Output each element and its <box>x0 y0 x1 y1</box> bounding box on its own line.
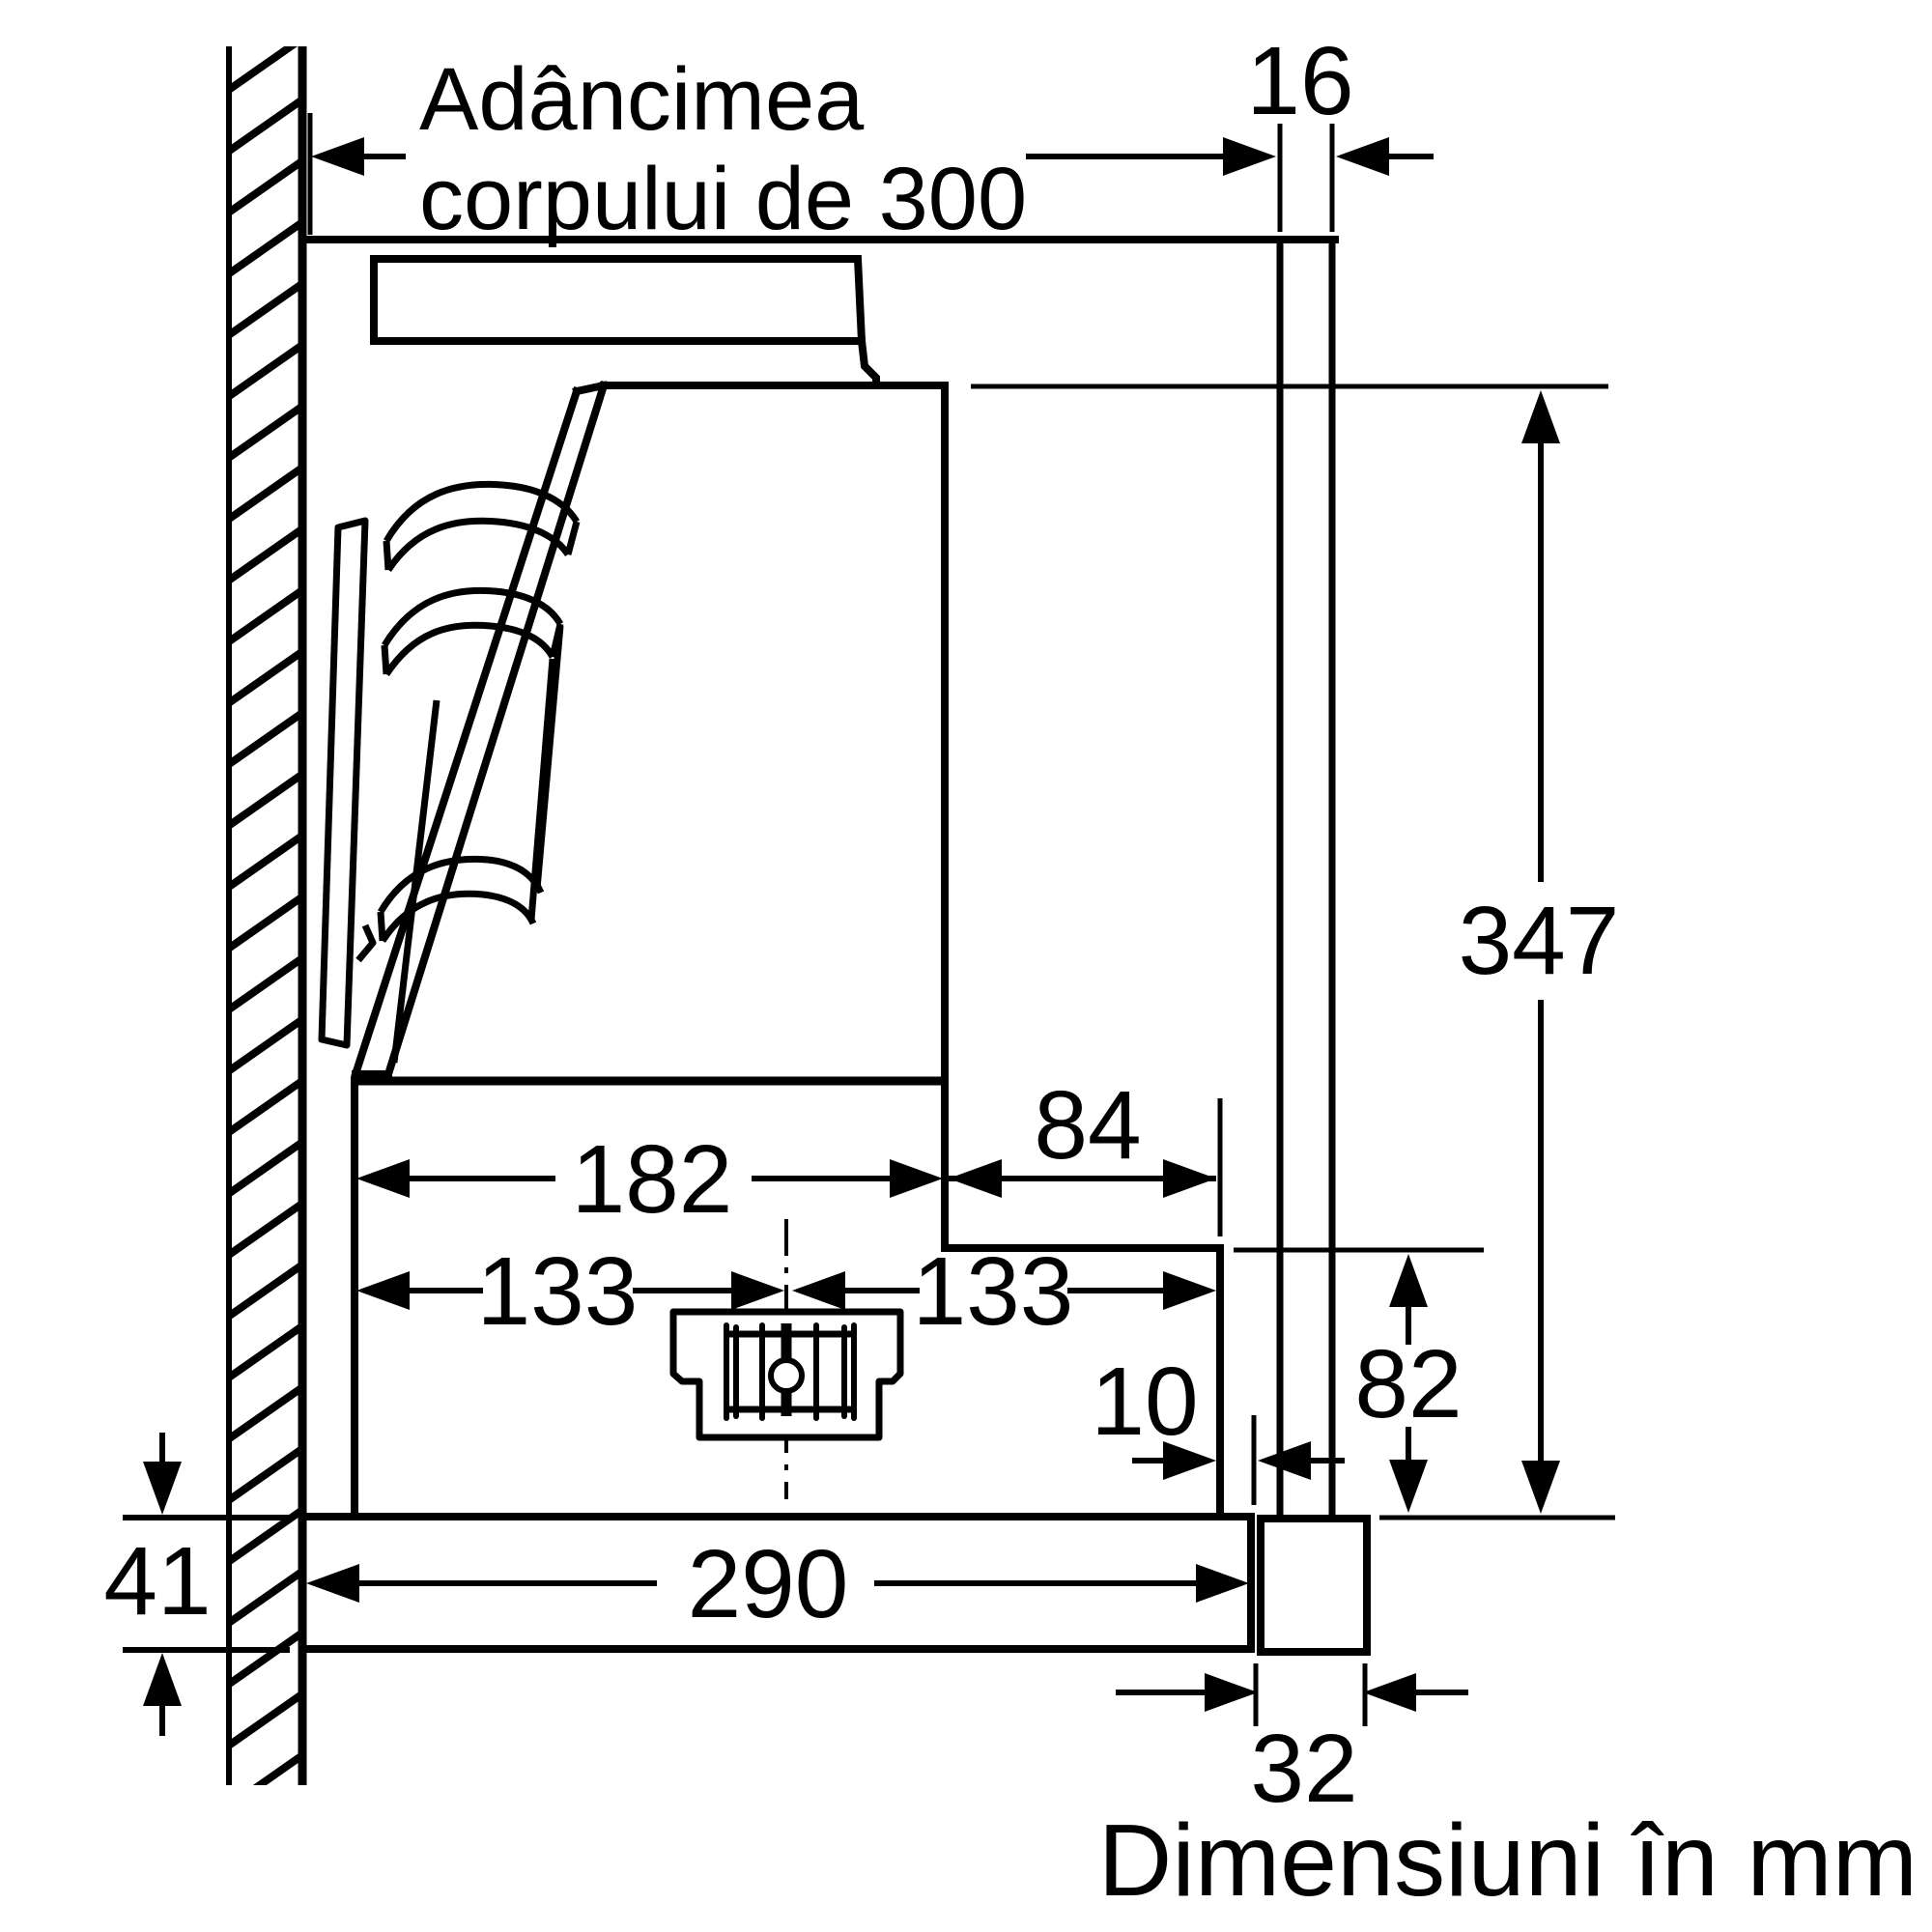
slat-connectors <box>527 625 564 921</box>
dim-82-value: 82 <box>1354 1330 1462 1438</box>
damper-ribs <box>724 1322 857 1421</box>
units-note: Dimensiuni în mm <box>1098 1804 1918 1918</box>
dim-41: 41 <box>103 1433 290 1736</box>
front-strip-block <box>1257 1515 1371 1656</box>
dim-82: 82 <box>1234 1247 1484 1513</box>
dim-84-value: 84 <box>1034 1071 1141 1179</box>
dim-84: 84 <box>949 1071 1223 1236</box>
visor-top-edge <box>572 381 609 396</box>
dim-32-value: 32 <box>1250 1715 1357 1823</box>
wall-strip <box>318 517 369 1049</box>
dim-10: 10 <box>1091 1348 1345 1505</box>
dim-10-value: 10 <box>1091 1348 1198 1456</box>
slat-1 <box>383 480 581 572</box>
wall-strip-notch <box>355 923 377 963</box>
dim-290: 290 <box>306 1530 1249 1638</box>
visor-front-edge <box>350 385 582 1080</box>
dim-182: 182 <box>356 1125 943 1234</box>
pullout-flap-assembly <box>318 380 610 1080</box>
flue-outline <box>370 255 867 345</box>
dim-133-left: 133 <box>356 1237 784 1346</box>
flue-notch <box>857 336 880 389</box>
slat-carrier-edge <box>390 699 440 1064</box>
worktop <box>300 1513 1371 1656</box>
dim-16: 16 <box>1246 27 1434 232</box>
dim-290-value: 290 <box>688 1530 849 1638</box>
depth-label-line2: corpului de 300 <box>419 150 1027 248</box>
slat-2 <box>381 586 564 676</box>
dim-347: 347 <box>971 384 1620 1520</box>
visor-back-edge <box>383 380 610 1080</box>
dim-133-left-value: 133 <box>477 1237 639 1346</box>
dim-41-value: 41 <box>103 1527 211 1635</box>
damper-pivot <box>768 1357 805 1394</box>
cabinet-outline <box>300 236 1339 1517</box>
dim-depth-300: Adâncimea corpului de 300 <box>307 50 1276 248</box>
dim-182-value: 182 <box>572 1125 733 1234</box>
wall-section <box>226 46 307 1785</box>
slat-3 <box>377 855 545 943</box>
dim-16-value: 16 <box>1246 27 1353 135</box>
dim-32: 32 <box>1116 1663 1468 1823</box>
outlet-centerline-and-damper <box>669 1219 904 1499</box>
dim-133-right: 133 <box>792 1237 1216 1346</box>
dim-347-value: 347 <box>1459 887 1620 995</box>
depth-label-line1: Adâncimea <box>419 50 865 149</box>
hood-body <box>351 255 1224 1520</box>
dim-133-right-value: 133 <box>913 1237 1074 1346</box>
wall-hatching <box>232 46 299 1785</box>
